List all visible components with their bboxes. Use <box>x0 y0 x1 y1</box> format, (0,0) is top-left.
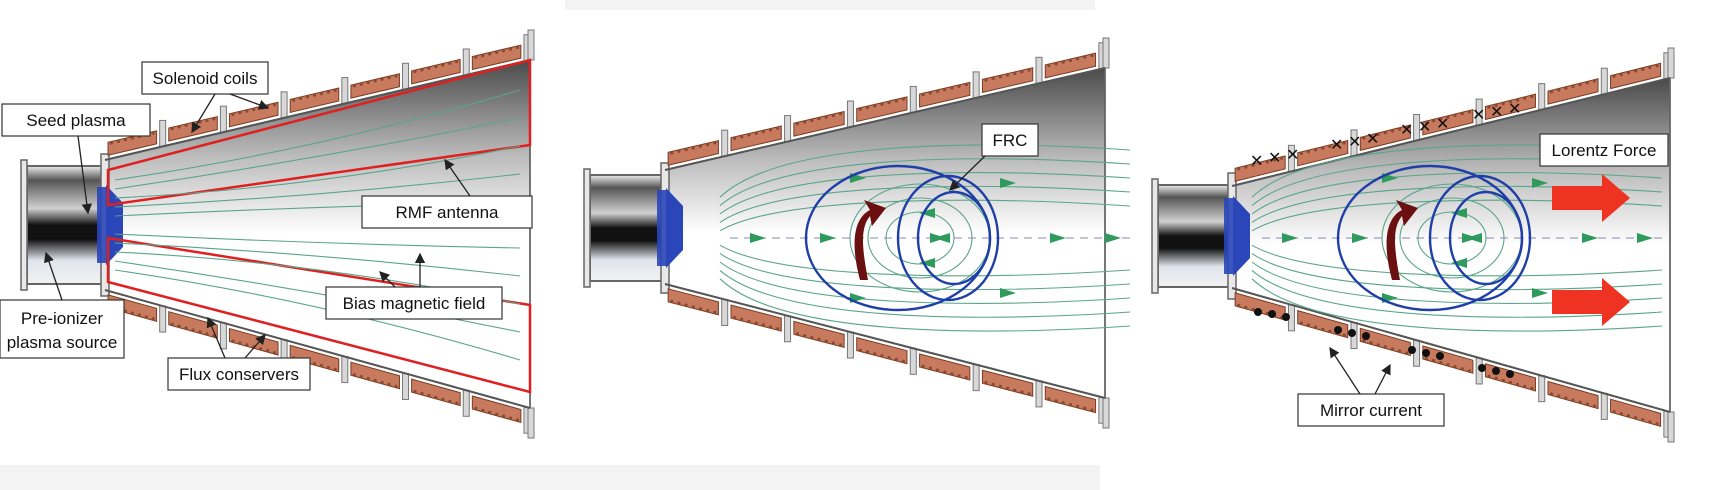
label-lorentz-force-text: Lorentz Force <box>1552 141 1657 160</box>
current-into-page-icon: ✕ <box>1490 104 1503 121</box>
label-pre-ionizer: Pre-ionizer plasma source <box>0 300 124 358</box>
label-frc-text: FRC <box>993 131 1028 150</box>
label-pre-ionizer-line2: plasma source <box>7 333 118 352</box>
label-bias-magnetic-field-text: Bias magnetic field <box>343 294 486 313</box>
current-out-of-page-icon <box>1408 346 1416 354</box>
current-into-page-icon: ✕ <box>1268 150 1281 167</box>
current-into-page-icon: ✕ <box>1330 137 1343 154</box>
current-into-page-icon: ✕ <box>1366 131 1379 148</box>
current-out-of-page-icon <box>1334 326 1342 334</box>
panel-2: FRC <box>584 38 1130 428</box>
panel-3: ✕ ✕ ✕ ✕ ✕ ✕ ✕ ✕ ✕ ✕ ✕ ✕ Lorentz ForceMirror current <box>1152 48 1674 442</box>
current-out-of-page-icon <box>1268 310 1276 318</box>
label-lorentz-force: Lorentz Force <box>1540 134 1668 166</box>
current-into-page-icon: ✕ <box>1250 153 1263 170</box>
current-out-of-page-icon <box>1422 349 1430 357</box>
current-out-of-page-icon <box>1362 332 1370 340</box>
label-pre-ionizer-line1: Pre-ionizer <box>21 309 104 328</box>
current-out-of-page-icon <box>1348 329 1356 337</box>
current-into-page-icon: ✕ <box>1348 134 1361 151</box>
current-into-page-icon: ✕ <box>1508 101 1521 118</box>
pre-ionizer-chamber <box>590 175 665 281</box>
field-arrow <box>1105 233 1121 243</box>
label-bias-magnetic-field: Bias magnetic field <box>326 287 502 319</box>
label-mirror-current: Mirror current <box>1298 394 1444 426</box>
current-out-of-page-icon <box>1492 367 1500 375</box>
pre-ionizer-chamber <box>27 166 105 284</box>
label-solenoid-coils: Solenoid coils <box>142 62 268 94</box>
current-into-page-icon: ✕ <box>1286 147 1299 164</box>
label-flux-conservers: Flux conservers <box>168 358 310 390</box>
current-into-page-icon: ✕ <box>1436 116 1449 133</box>
current-into-page-icon: ✕ <box>1472 107 1485 124</box>
label-mirror-current-text: Mirror current <box>1320 401 1422 420</box>
label-rmf-antenna: RMF antenna <box>362 196 532 228</box>
current-into-page-icon: ✕ <box>1400 122 1413 139</box>
current-out-of-page-icon <box>1506 370 1514 378</box>
current-out-of-page-icon <box>1436 352 1444 360</box>
label-seed-plasma-text: Seed plasma <box>26 111 126 130</box>
current-out-of-page-icon <box>1282 313 1290 321</box>
label-seed-plasma: Seed plasma <box>2 104 150 136</box>
current-out-of-page-icon <box>1478 364 1486 372</box>
current-into-page-icon: ✕ <box>1418 119 1431 136</box>
label-solenoid-coils-text: Solenoid coils <box>153 69 258 88</box>
label-frc: FRC <box>982 124 1038 156</box>
label-flux-conservers-text: Flux conservers <box>179 365 299 384</box>
current-out-of-page-icon <box>1254 308 1262 316</box>
label-rmf-antenna-text: RMF antenna <box>396 203 500 222</box>
pre-ionizer-chamber <box>1158 185 1232 287</box>
